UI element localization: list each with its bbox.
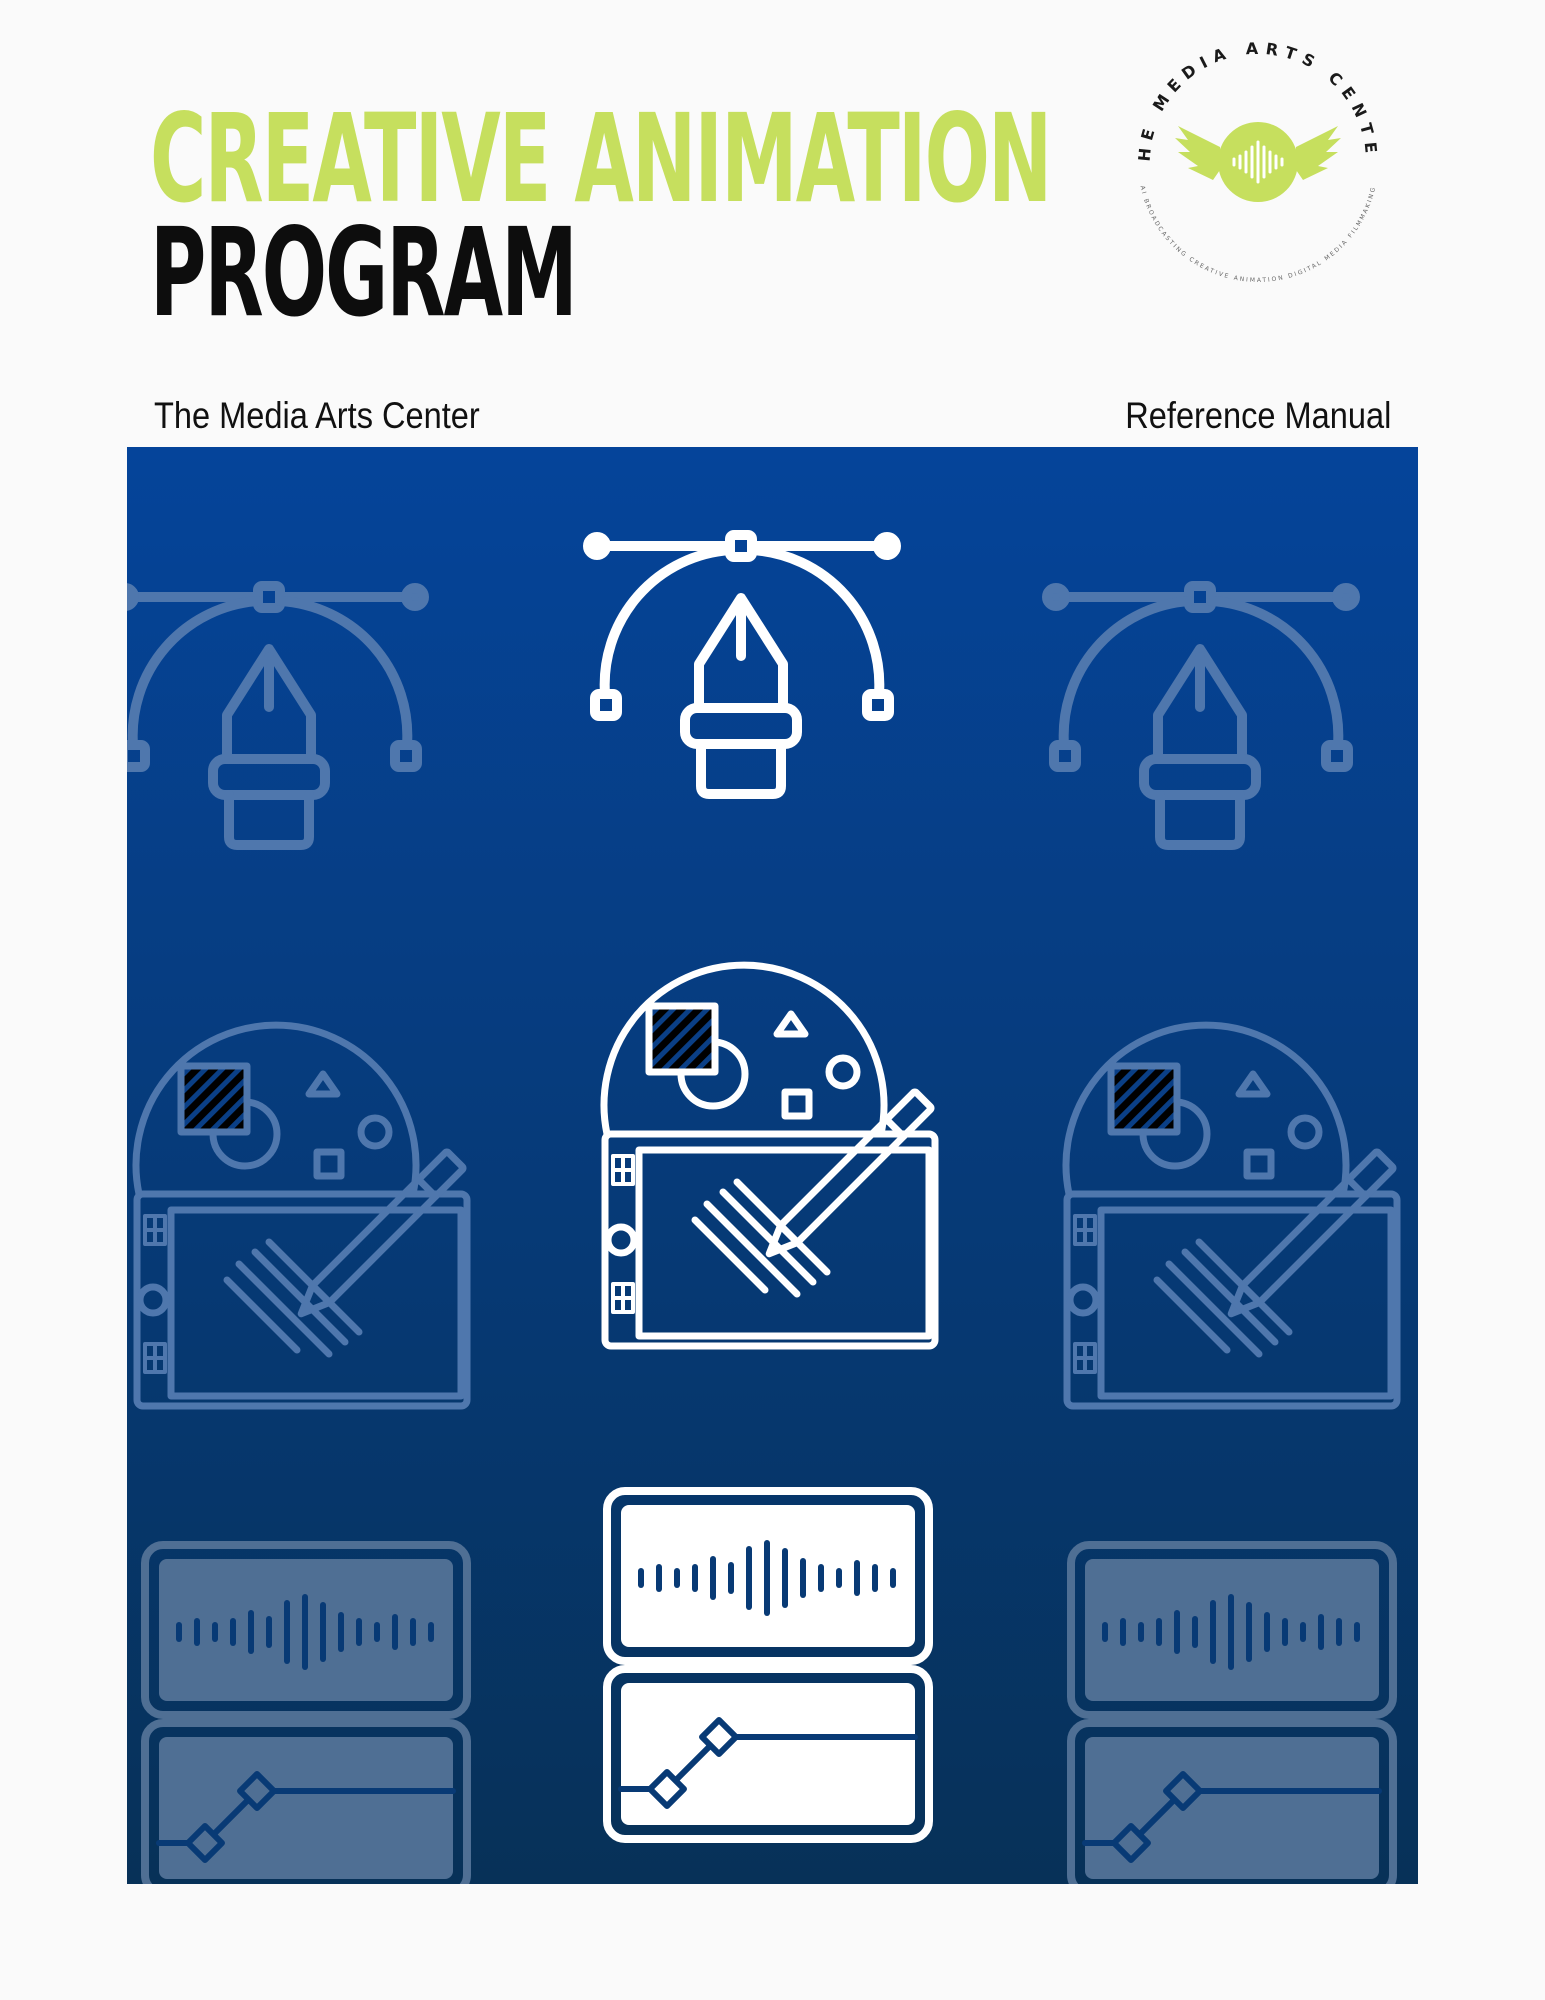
cover-illustration-panel (127, 447, 1418, 1884)
subtitle-left: The Media Arts Center (154, 395, 480, 436)
page-title-line2: PROGRAM (150, 202, 578, 344)
audio-timeline-keyframe-icon (1071, 1545, 1393, 1884)
winged-soundwave-icon (1175, 122, 1341, 202)
audio-timeline-keyframe-icon (607, 1491, 929, 1839)
media-arts-center-logo: THE MEDIA ARTS CENTER AI BROADCASTING CR… (1118, 22, 1376, 284)
page-title-line1: CREATIVE ANIMATION (150, 88, 1052, 230)
audio-timeline-keyframe-icon (145, 1545, 467, 1884)
subtitle-right: Reference Manual (1124, 395, 1391, 436)
